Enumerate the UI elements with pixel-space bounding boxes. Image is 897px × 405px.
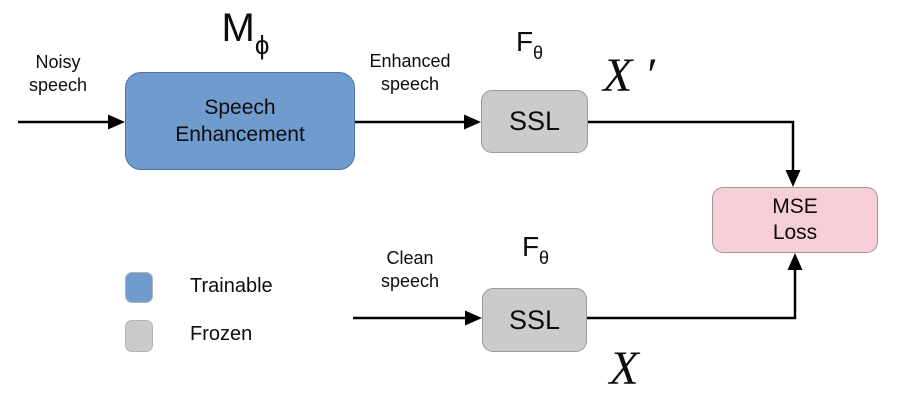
m-phi-base: M (221, 6, 255, 50)
legend-frozen-label: Frozen (190, 323, 253, 345)
ssl-node-top: SSL (481, 90, 588, 153)
speech-enhancement-label-line2: Enhancement (175, 123, 305, 146)
f-theta-top-subscript: θ (533, 43, 544, 63)
embedding-symbol-x-prime: X ′ (603, 49, 655, 102)
noisy-speech-line1: Noisy (35, 52, 81, 72)
clean-speech-line1: Clean (386, 248, 434, 268)
noisy-speech-line2: speech (28, 75, 88, 95)
arrowhead-noisy-to-se-icon (108, 114, 125, 130)
m-phi-subscript: ϕ (254, 30, 270, 60)
arrowhead-ssl-bottom-to-mse-icon (787, 253, 803, 270)
ssl-top-label: SSL (508, 106, 561, 136)
mse-loss-node: MSE Loss (712, 187, 878, 253)
mse-loss-label-line1: MSE (772, 195, 818, 218)
model-symbol-m-phi: Mϕ (198, 8, 293, 58)
clean-speech-label: Clean speech (354, 247, 466, 293)
arrowhead-se-to-ssl-top-icon (464, 114, 481, 130)
speech-enhancement-label-line1: Speech (204, 96, 276, 119)
ssl-node-bottom: SSL (482, 288, 587, 352)
embedding-symbol-x: X (609, 342, 639, 395)
enhanced-speech-line1: Enhanced (369, 51, 451, 71)
f-theta-bottom-subscript: θ (539, 248, 550, 268)
enhanced-speech-line2: speech (380, 74, 440, 94)
legend-frozen-swatch (125, 320, 153, 352)
f-theta-top-base: F (515, 26, 534, 57)
ssl-bottom-label: SSL (508, 304, 561, 335)
arrowhead-ssl-top-to-mse-icon (785, 170, 801, 187)
arrow-ssl-top-to-mse (588, 120, 795, 172)
clean-speech-line2: speech (380, 271, 440, 291)
speech-enhancement-node: Speech Enhancement (125, 72, 355, 170)
arrow-ssl-bottom-to-mse (587, 268, 797, 320)
mse-loss-label-line2: Loss (772, 221, 818, 244)
model-symbol-f-theta-bottom: Fθ (488, 231, 583, 268)
legend-trainable-label: Trainable (190, 275, 273, 297)
noisy-speech-label: Noisy speech (8, 51, 108, 97)
arrowhead-clean-to-ssl-bottom-icon (465, 310, 482, 326)
model-symbol-f-theta-top: Fθ (482, 26, 577, 63)
f-theta-bottom-base: F (521, 231, 540, 262)
legend-trainable-swatch (125, 272, 153, 303)
enhanced-speech-label: Enhanced speech (354, 50, 466, 96)
